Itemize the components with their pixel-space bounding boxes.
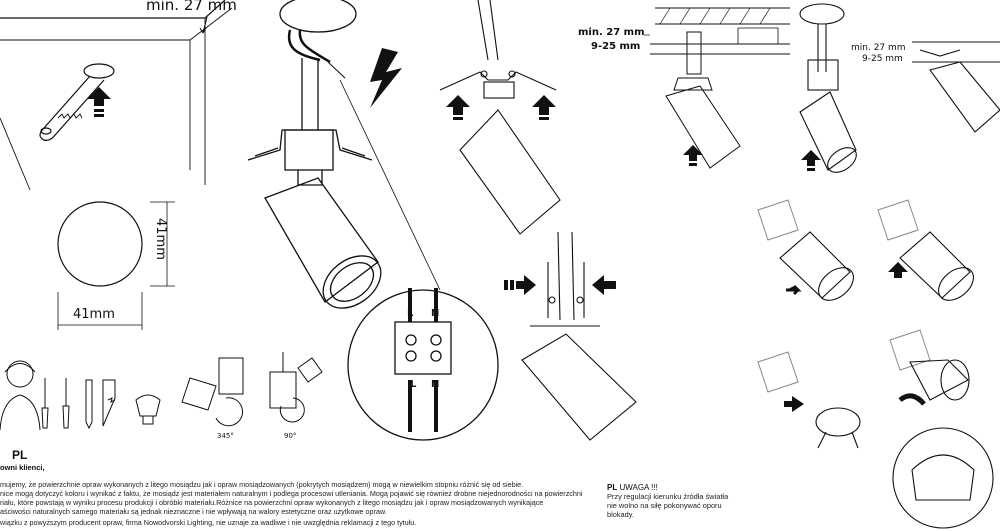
notice-line-2: nice mogą dotyczyć koloru i wynikać z fa… — [0, 489, 583, 498]
dimension-horizontal-label: 41mm — [73, 307, 115, 322]
terminal-l-bottom-label: L — [410, 379, 417, 390]
warning-line-1: Przy regulacji kierunku źródła światła — [607, 492, 729, 501]
terminal-n-label: N — [431, 308, 440, 319]
notice-line-1: mujemy, że powierzchnie opraw wykonanych… — [0, 480, 524, 489]
warning-title: UWAGA !!! — [619, 483, 658, 492]
min-depth-label: min. 27 mm — [146, 0, 237, 14]
terminal-n-bottom-label: N — [431, 379, 440, 390]
notice-line-3: riału, które powstają w wyniku procesu p… — [0, 498, 544, 507]
terminal-l-label: L — [407, 308, 414, 319]
mid-min-depth-label: min. 27 mm — [578, 27, 645, 38]
right-min-depth-label: min. 27 mm — [851, 43, 906, 53]
notice-line-5: wiązku z powyższym producent opraw, firm… — [0, 518, 417, 527]
right-range-label: 9-25 mm — [862, 54, 903, 64]
greeting: owni klienci, — [0, 463, 45, 472]
mid-range-label: 9-25 mm — [591, 41, 641, 52]
angle-345-label: 345° — [217, 432, 234, 440]
notice-line-4: aściwości naturalnych samego materiału s… — [0, 507, 387, 516]
warning-heading: PL UWAGA !!! — [607, 483, 658, 492]
language-code: PL — [12, 448, 28, 462]
warning-lang: PL — [607, 483, 618, 492]
warning-line-2: nie wolno na siłę pokonywać oporu — [607, 501, 722, 510]
dimension-vertical-label: 41mm — [153, 218, 168, 260]
warning-line-3: blokady. — [607, 510, 634, 519]
angle-90-label: 90° — [284, 432, 297, 440]
lightning-icon — [370, 48, 402, 108]
